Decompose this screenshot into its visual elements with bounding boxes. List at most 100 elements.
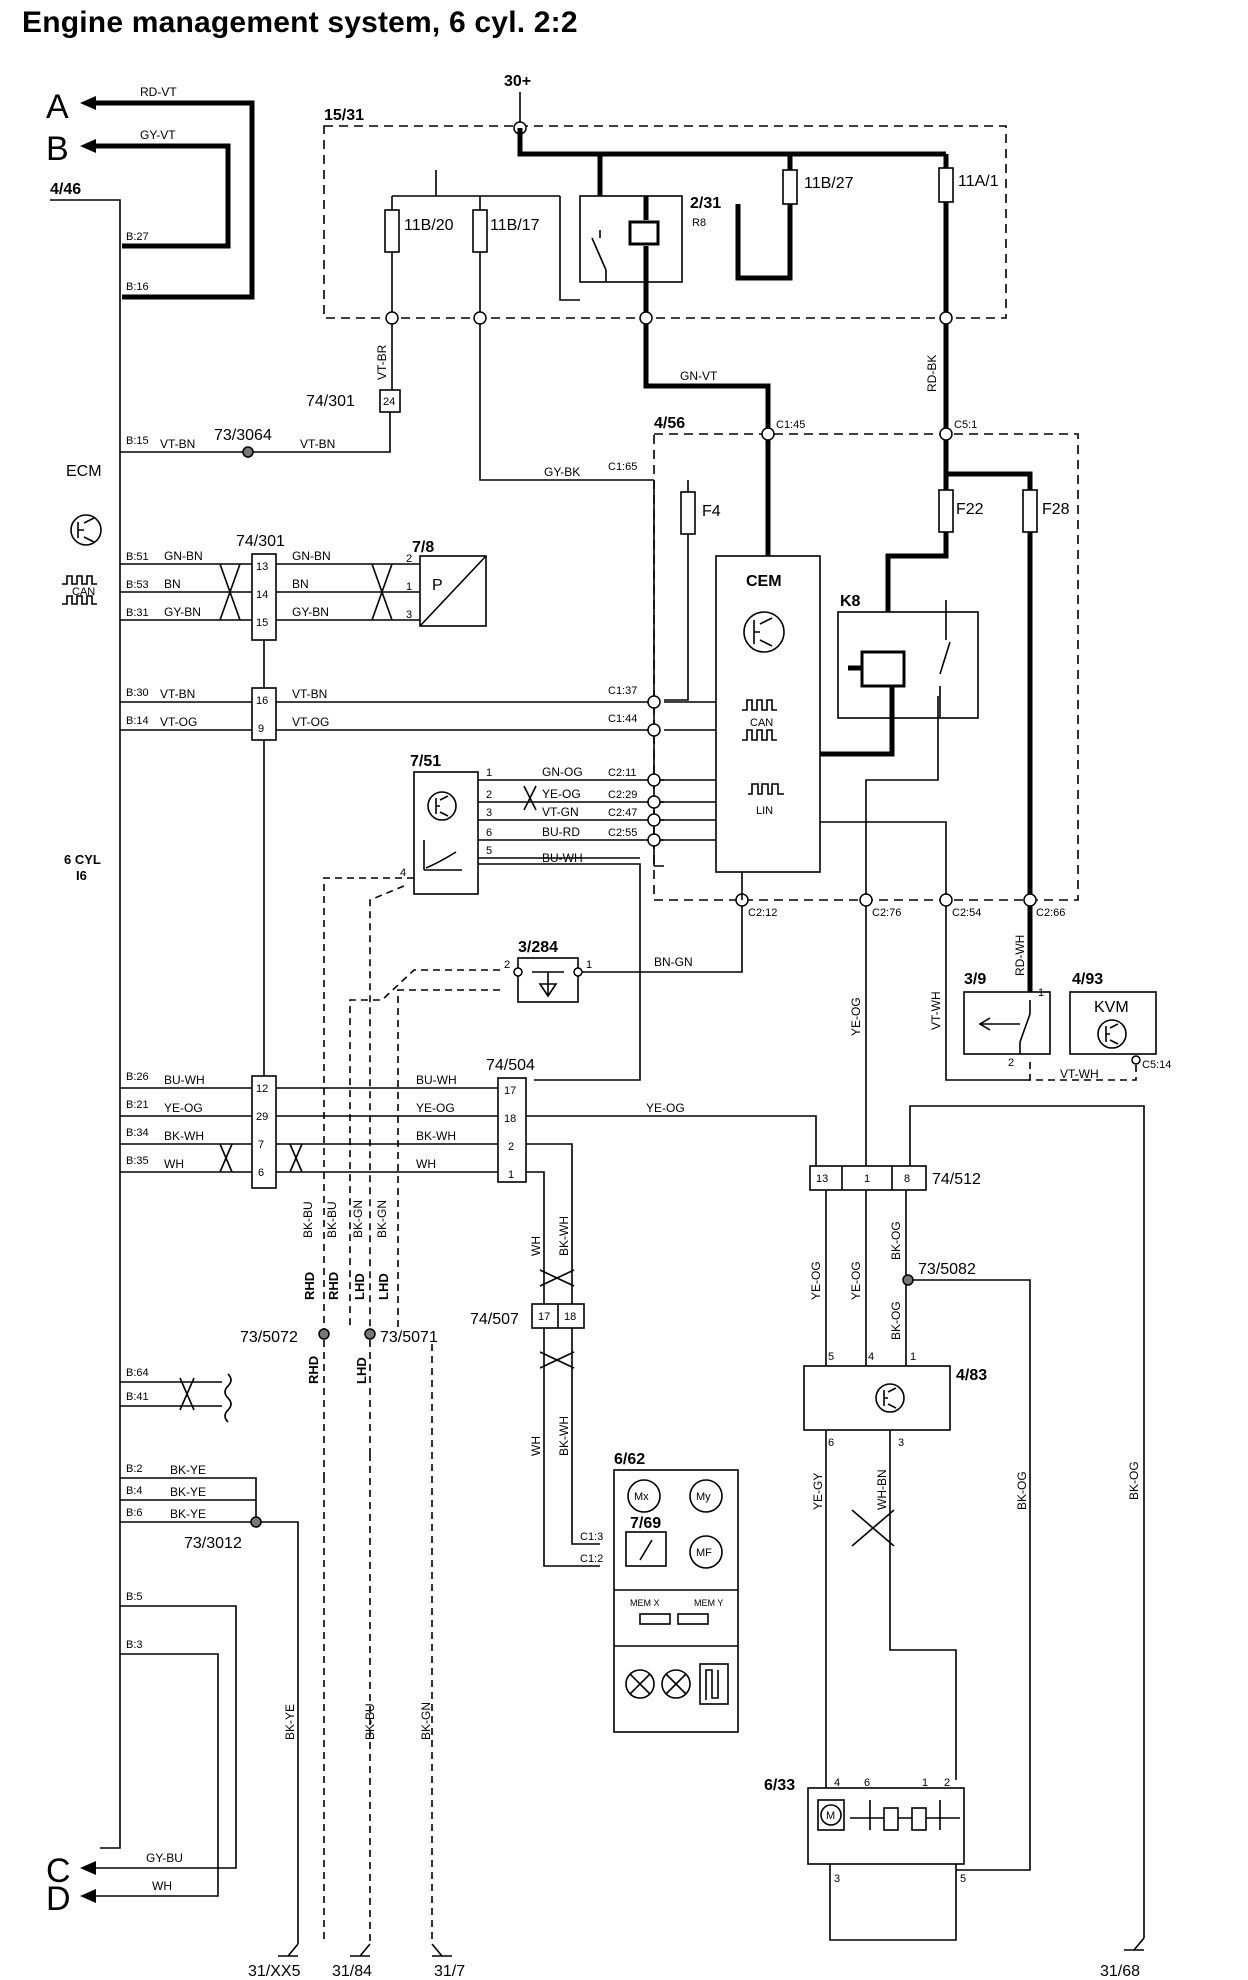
module-4-83-transistor-icon xyxy=(875,1383,905,1413)
wire-label-ye-og-b: YE-OG xyxy=(849,997,863,1036)
splice-73-5072 xyxy=(318,1328,330,1340)
wire-label-gy-bn-b: GY-BN xyxy=(292,605,329,619)
pin-c2-54: C2:54 xyxy=(952,907,981,919)
wire-label-wh-a: WH xyxy=(164,1157,184,1171)
kvm-4-93-id: 4/93 xyxy=(1072,971,1103,988)
pin-b34: B:34 xyxy=(126,1127,149,1139)
pin-c2-11: C2:11 xyxy=(608,767,637,779)
ecm-transistor-icon xyxy=(70,514,102,546)
pin-b16: B:16 xyxy=(126,281,149,293)
fuse-f28-label: F28 xyxy=(1042,501,1070,518)
wire-label-bn-gn: BN-GN xyxy=(654,955,693,969)
fuse-box-15-31 xyxy=(323,125,1007,319)
motor-m-label: M xyxy=(826,1810,835,1822)
splice-pin-6: 6 xyxy=(258,1167,264,1179)
pin-label: 3 xyxy=(834,1873,840,1885)
sensor-7-8-p: P xyxy=(432,577,443,594)
pin-label: 1 xyxy=(586,959,592,971)
arrow-a-icon xyxy=(80,96,96,110)
ecm-label: ECM xyxy=(66,463,102,480)
ground-icon-3 xyxy=(431,1943,452,1957)
splice-73-3012 xyxy=(250,1516,262,1528)
pin-c1-2: C1:2 xyxy=(580,1553,603,1565)
wire-label-bk-gn-b: BK-GN xyxy=(375,1200,389,1238)
wire-label-gy-bk: GY-BK xyxy=(544,465,580,479)
wire-label-wh-d: WH xyxy=(529,1436,543,1456)
wire-label-rd-vt: RD-VT xyxy=(140,85,177,99)
pin-c1-37: C1:37 xyxy=(608,685,637,697)
connector-a-label: A xyxy=(46,88,69,126)
splice-73-5082-label: 73/5082 xyxy=(918,1261,976,1278)
pin-c2-66: C2:66 xyxy=(1036,907,1065,919)
wire-label-vt-og-b: VT-OG xyxy=(292,715,329,729)
fuse-f22-label: F22 xyxy=(956,501,984,518)
splice-73-5071-label: 73/5071 xyxy=(380,1329,438,1346)
wire-label-vt-bn-d: VT-BN xyxy=(292,687,327,701)
wire-label-bu-rd: BU-RD xyxy=(542,825,580,839)
wire-label-vt-gn: VT-GN xyxy=(542,805,579,819)
arrow-c-icon xyxy=(80,1861,96,1875)
wire-label-vt-br: VT-BR xyxy=(375,344,389,380)
wire-label-vt-wh-a: VT-WH xyxy=(929,991,943,1030)
ground-31-68: 31/68 xyxy=(1100,1963,1140,1980)
fuse-11a1-label: 11A/1 xyxy=(958,173,999,190)
splice-73-3064 xyxy=(242,446,254,458)
fuse-11a1 xyxy=(938,167,954,203)
pin-label: 2 xyxy=(486,789,492,801)
fuse-11b17-label: 11B/17 xyxy=(490,217,540,234)
wire-gn-vt xyxy=(643,324,771,432)
wire-label-gy-bn-a: GY-BN xyxy=(164,605,201,619)
splice-74-301a-label: 74/301 xyxy=(306,393,355,410)
wire-label-bk-gn-c: BK-GN xyxy=(419,1702,433,1740)
pin-label: 5 xyxy=(828,1351,834,1363)
sensor-7-8-label: 7/8 xyxy=(412,539,434,556)
ground-31-7: 31/7 xyxy=(434,1963,465,1980)
lhd-label-a: LHD xyxy=(352,1273,367,1300)
fuse-11b20-label: 11B/20 xyxy=(404,217,454,234)
splice-73-3012-label: 73/3012 xyxy=(184,1535,242,1552)
wire-label-bk-wh-a: BK-WH xyxy=(164,1129,204,1143)
splice-73-5072-label: 73/5072 xyxy=(240,1329,298,1346)
pin-label: 1 xyxy=(1038,987,1044,999)
wire-gy-bk xyxy=(479,324,654,481)
relay-r8-label: R8 xyxy=(692,217,706,229)
wire-label-bu-wh-c: BU-WH xyxy=(416,1073,457,1087)
splice-74-507-label: 74/507 xyxy=(470,1311,519,1328)
wire-gy-vt xyxy=(96,143,231,249)
splice-74-504-label: 74/504 xyxy=(486,1057,535,1074)
wire-label-bu-wh-b: BU-WH xyxy=(164,1073,205,1087)
cem-module xyxy=(715,555,821,873)
switch-3-284-label: 3/284 xyxy=(518,939,558,956)
pin-label: 2 xyxy=(504,959,510,971)
wire-label-wh-c: WH xyxy=(529,1236,543,1256)
arrow-b-icon xyxy=(80,139,96,153)
fuse-box-15-31-label: 15/31 xyxy=(324,107,364,124)
connector-d-label: D xyxy=(46,1880,71,1918)
splice-pin-12: 12 xyxy=(256,1083,268,1095)
fuse-f4 xyxy=(680,491,696,535)
pin-c1-3: C1:3 xyxy=(580,1531,603,1543)
kvm-label: KVM xyxy=(1094,999,1129,1016)
wire-label-bk-og-c: BK-OG xyxy=(1015,1471,1029,1510)
pin-label: 5 xyxy=(486,845,492,857)
pin-b30: B:30 xyxy=(126,687,149,699)
pin-c2-29: C2:29 xyxy=(608,789,637,801)
pin-b2: B:2 xyxy=(126,1463,143,1475)
wire-label-gn-bn-a: GN-BN xyxy=(164,549,203,563)
pin-c5-1: C5:1 xyxy=(954,419,977,431)
motor-mx-icon xyxy=(627,1479,661,1513)
pin-b41: B:41 xyxy=(126,1391,149,1403)
module-7-51-label: 7/51 xyxy=(410,753,441,770)
unit-6-33-label: 6/33 xyxy=(764,1777,795,1794)
wire-label-vt-bn-c: VT-BN xyxy=(160,687,195,701)
splice-73-5071 xyxy=(364,1328,376,1340)
pin-b3: B:3 xyxy=(126,1639,143,1651)
splice-73-3064-label: 73/3064 xyxy=(214,427,272,444)
wire-label-bk-ye-d: BK-YE xyxy=(283,1704,297,1740)
splice-512-pin-13: 13 xyxy=(816,1173,828,1185)
relay-k8 xyxy=(837,611,979,719)
wire-label-vt-wh-b: VT-WH xyxy=(1060,1067,1099,1081)
wire-label-gy-bu: GY-BU xyxy=(146,1851,183,1865)
wire-label-bk-og-d: BK-OG xyxy=(1127,1461,1141,1500)
connector-c-label: C xyxy=(46,1852,71,1890)
